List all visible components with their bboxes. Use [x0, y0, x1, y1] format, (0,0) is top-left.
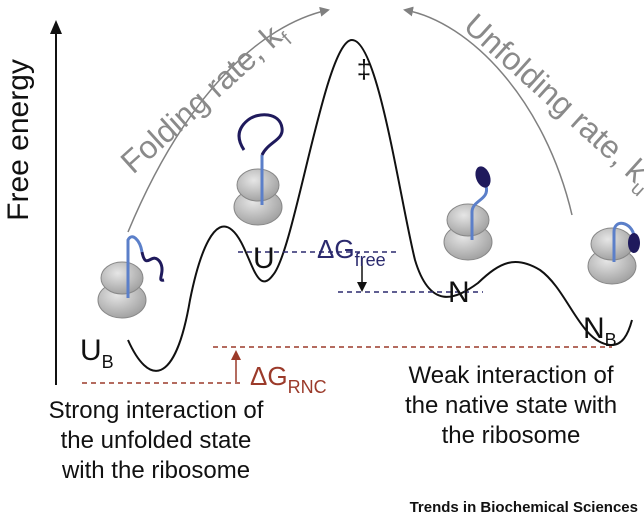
- ribosome-ub: [97, 235, 165, 319]
- state-n-label: N: [448, 276, 470, 309]
- y-axis-label: Free energy: [2, 59, 35, 221]
- folding-rate-arrow: [127, 6, 330, 233]
- dg-rnc-subscript: RNC: [288, 377, 327, 397]
- unfolding-rate-arrow: [403, 6, 573, 216]
- dg-rnc-label: ΔGRNC: [250, 361, 327, 397]
- strong-note-line-1: Strong interaction of: [49, 397, 264, 424]
- state-nb-subscript: B: [605, 330, 617, 350]
- dg-free-label: ΔGfree: [317, 234, 386, 270]
- dg-rnc-arrowhead: [231, 350, 241, 360]
- strong-interaction-note: Strong interaction of the unfolded state…: [49, 397, 264, 484]
- state-nb-label: NB: [583, 312, 617, 350]
- dg-free-subscript: free: [355, 250, 386, 270]
- energy-curve: [127, 38, 633, 372]
- weak-note-line-1: Weak interaction of: [409, 362, 614, 389]
- ribosome-u: [233, 113, 284, 226]
- state-u-label: U: [253, 242, 275, 275]
- transition-state-symbol: ‡: [357, 54, 371, 84]
- strong-note-line-2: the unfolded state: [61, 427, 252, 454]
- state-ub-label: UB: [80, 334, 114, 372]
- folding-rate-label: Folding rate, kf: [114, 14, 297, 185]
- strong-note-line-3: with the ribosome: [61, 457, 250, 484]
- weak-interaction-note: Weak interaction of the native state wit…: [405, 362, 617, 449]
- weak-note-line-3: the ribosome: [442, 422, 581, 449]
- y-axis-arrowhead: [50, 20, 62, 34]
- dg-free-arrowhead: [357, 282, 367, 292]
- state-ub-subscript: B: [102, 352, 114, 372]
- ribosome-n: [443, 166, 493, 261]
- weak-note-line-2: the native state with: [405, 392, 617, 419]
- ribosome-nb: [587, 221, 640, 285]
- journal-credit: Trends in Biochemical Sciences: [410, 499, 638, 516]
